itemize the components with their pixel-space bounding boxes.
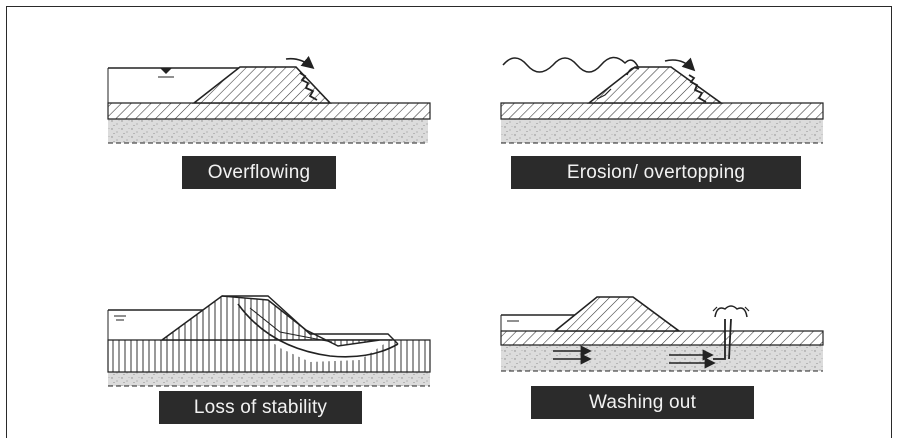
overflowing-diagram — [107, 55, 431, 144]
label-washing: Washing out — [531, 386, 754, 419]
washing-diagram — [500, 296, 824, 372]
stability-diagram — [107, 295, 431, 387]
figure-frame — [6, 6, 892, 438]
panel-stability: Loss of stability — [100, 288, 440, 428]
panel-erosion: Erosion/ overtopping — [493, 45, 838, 195]
label-erosion: Erosion/ overtopping — [511, 156, 801, 189]
erosion-diagram — [500, 56, 824, 144]
label-stability: Loss of stability — [159, 391, 362, 424]
panel-washing: Washing out — [493, 285, 838, 425]
label-overflowing: Overflowing — [182, 156, 336, 189]
panel-overflowing: Overflowing — [100, 55, 440, 195]
